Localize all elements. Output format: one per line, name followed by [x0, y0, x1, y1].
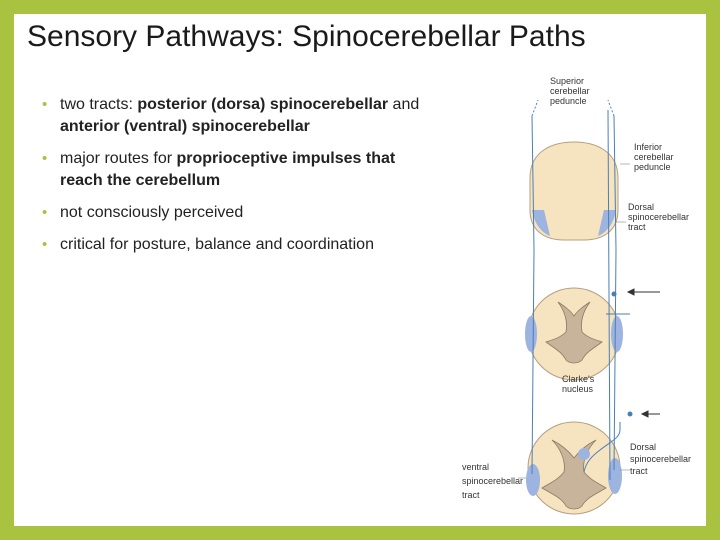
right-fiber — [613, 115, 617, 471]
label-dorsal2-line2: spinocerebellar — [630, 454, 691, 464]
upper-left-tract — [532, 210, 550, 236]
lower-section — [526, 421, 622, 515]
entry-fiber — [583, 422, 621, 473]
middle-left-tract — [525, 316, 537, 352]
upper-right-tract — [598, 210, 616, 236]
fiber-paths — [531, 109, 630, 481]
bullet-list: • two tracts: posterior (dorsa) spinocere… — [40, 94, 420, 266]
label-dorsal-line1: Dorsal — [628, 202, 654, 212]
right-fiber-top — [607, 99, 615, 117]
bullet-item: • critical for posture, balance and coord… — [40, 234, 420, 256]
label-dorsal-line3: tract — [628, 222, 646, 232]
bullet-item: • major routes for proprioceptive impulse… — [40, 148, 420, 192]
bullet-text: not consciously perceived — [60, 204, 244, 221]
label-inferior-line2: cerebellar — [634, 152, 674, 162]
bullet-text: and — [388, 96, 420, 113]
dashed-fibers — [531, 99, 615, 117]
slide-title: Sensory Pathways: Spinocerebellar Paths — [27, 20, 586, 53]
middle-right-tract — [611, 316, 623, 352]
spinocerebellar-diagram: Superior cerebellar peduncle Inferior ce… — [462, 76, 691, 515]
bullet-text: two tracts: — [60, 96, 138, 113]
clarke-nucleus-mark — [578, 448, 590, 460]
label-dorsal2-line1: Dorsal — [630, 442, 656, 452]
label-dorsal-line2: spinocerebellar — [628, 212, 689, 222]
label-superior-line1: Superior — [550, 76, 584, 86]
slide: Sensory Pathways: Spinocerebellar Paths … — [14, 14, 706, 526]
bullet-item: • two tracts: posterior (dorsa) spinocere… — [40, 94, 420, 138]
label-inferior-line3: peduncle — [634, 162, 671, 172]
bullet-dot-icon: • — [42, 96, 48, 113]
label-dorsal2-line3: tract — [630, 466, 648, 476]
upper-section-tissue — [529, 141, 619, 241]
root-dot-2 — [627, 411, 633, 417]
label-ventral-line2: spinocerebellar — [462, 476, 523, 486]
lower-left-tract — [526, 464, 540, 496]
label-clarke-line1: Clarke's — [562, 374, 595, 384]
left-fiber-top — [531, 99, 539, 117]
label-superior-line3: peduncle — [550, 96, 587, 106]
middle-gray-matter — [545, 301, 603, 364]
label-clarke-line2: nucleus — [562, 384, 594, 394]
bullet-text: major routes for — [60, 150, 177, 167]
bullet-bold-text: anterior (ventral) spinocerebellar — [60, 118, 310, 135]
label-ventral-line1: ventral — [462, 462, 489, 472]
lower-gray-matter — [541, 439, 607, 510]
bullet-dot-icon: • — [42, 150, 48, 167]
bullet-item: • not consciously perceived — [40, 202, 420, 224]
arrow-2-head — [640, 410, 649, 418]
arrow-1-head — [626, 288, 635, 296]
left-fiber — [531, 115, 535, 475]
bullet-bold-text: posterior (dorsa) spinocerebellar — [137, 96, 389, 113]
leader-lines — [518, 163, 630, 479]
bullet-text: critical for posture, balance and coordi… — [60, 236, 374, 253]
right-fiber-2 — [607, 109, 611, 481]
bullet-bold-text: proprioceptive impulses that reach the c… — [60, 150, 396, 189]
label-inferior-line1: Inferior — [634, 142, 662, 152]
label-superior-line2: cerebellar — [550, 86, 590, 96]
upper-section — [529, 141, 619, 241]
middle-section — [525, 287, 623, 381]
lower-right-tract — [608, 458, 622, 494]
input-arrows — [626, 288, 660, 418]
bullet-dot-icon: • — [42, 204, 48, 221]
label-ventral-line3: tract — [462, 490, 480, 500]
bullet-dot-icon: • — [42, 236, 48, 253]
root-dot-1 — [611, 291, 617, 297]
